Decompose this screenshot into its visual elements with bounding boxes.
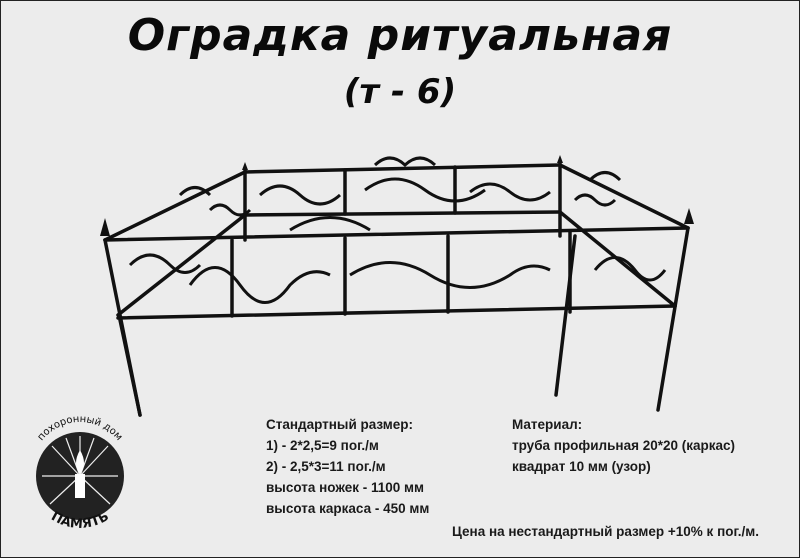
model-code: (т - 6) xyxy=(343,72,457,112)
spec-line: 2) - 2,5*3=11 пог./м xyxy=(266,459,386,474)
svg-text:ПАМЯТЬ: ПАМЯТЬ xyxy=(48,509,111,532)
spec-line: высота ножек - 1100 мм xyxy=(266,480,425,495)
material-line: труба профильная 20*20 (каркас) xyxy=(512,438,736,453)
material-line: квадрат 10 мм (узор) xyxy=(512,459,651,474)
price-note: Цена на нестандартный размер +10% к пог.… xyxy=(452,524,759,539)
spec-line: высота каркаса - 450 мм xyxy=(266,501,430,516)
spec-line: 1) - 2*2,5=9 пог./м xyxy=(266,438,379,453)
specs-heading: Стандартный размер: xyxy=(266,417,414,432)
fence-illustration xyxy=(100,155,694,417)
size-specs: Стандартный размер: 1) - 2*2,5=9 пог./м … xyxy=(266,414,429,519)
page-title: Оградка ритуальная xyxy=(127,10,673,61)
material-heading: Материал: xyxy=(512,417,583,432)
material-specs: Материал: труба профильная 20*20 (каркас… xyxy=(512,414,735,477)
logo-bottom-text: ПАМЯТЬ xyxy=(48,509,111,532)
funeral-home-logo: похоронный дом ПАМЯТЬ xyxy=(36,414,125,532)
candle-flame-icon xyxy=(75,450,85,498)
